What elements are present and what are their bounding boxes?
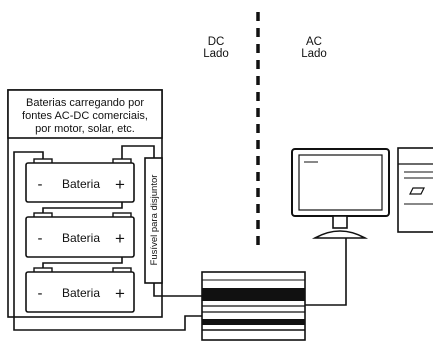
dc-side-label-line2: Lado [203, 48, 229, 60]
battery-icon [25, 212, 135, 258]
battery-plus: + [115, 229, 125, 248]
charging-note-line3: por motor, solar, etc. [35, 123, 135, 135]
battery-icon [25, 267, 135, 313]
fuse-icon [144, 157, 163, 284]
battery-minus: - [38, 230, 43, 247]
battery-plus: + [115, 284, 125, 303]
battery-plus: + [115, 175, 125, 194]
fuse-label: Fusível para disjuntor [149, 175, 160, 266]
battery-label: Bateria [62, 231, 100, 245]
inverter-icon [201, 271, 306, 341]
monitor-icon [291, 148, 390, 239]
charging-note-box [7, 89, 163, 139]
battery-minus: - [38, 285, 43, 302]
battery-minus: - [38, 176, 43, 193]
ac-wiring [305, 232, 347, 306]
battery-wiring [13, 145, 203, 331]
charging-note-line1: Baterias carregando por [26, 97, 144, 109]
charging-note-line2: fontes AC-DC comerciais, [22, 110, 148, 122]
computer-tower-icon [397, 147, 433, 233]
ac-side-label-line2: Lado [301, 48, 327, 60]
battery-icon [25, 158, 135, 203]
dc-side-label-line1: DC [208, 36, 225, 48]
battery-label: Bateria [62, 177, 100, 191]
ac-side-label-line1: AC [306, 36, 322, 48]
battery-label: Bateria [62, 286, 100, 300]
